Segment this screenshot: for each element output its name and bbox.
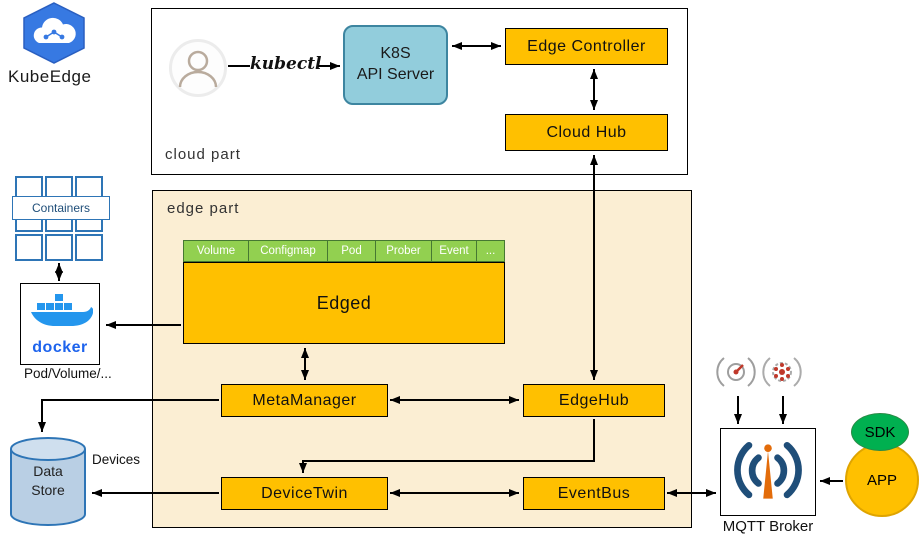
edged-tab-event: Event [431, 240, 476, 262]
edged-tabs: Volume Configmap Pod Prober Event ... [183, 240, 505, 262]
data-store: Data Store [8, 436, 88, 528]
app-badge: APP [845, 443, 919, 517]
k8s-api-server-box: K8S API Server [343, 25, 448, 105]
meta-manager-box: MetaManager [221, 384, 388, 417]
device-twin-box: DeviceTwin [221, 477, 388, 510]
docker-whale-icon [31, 294, 93, 326]
kubeedge-logo-text: KubeEdge [8, 67, 92, 86]
kubeedge-logo: KubeEdge [8, 2, 108, 87]
containers-icon: Containers [12, 176, 110, 261]
sdk-badge: SDK [851, 413, 909, 451]
docker-label: docker [32, 339, 88, 356]
sensor-gear-icon [760, 350, 804, 399]
data-store-label: Data Store [31, 463, 65, 498]
data-store-cylinder-icon [10, 437, 86, 526]
edge-controller-box: Edge Controller [505, 28, 668, 65]
event-bus-box: EventBus [523, 477, 665, 510]
edged-tab-configmap: Configmap [248, 240, 327, 262]
k8s-api-server-line2: API Server [356, 66, 435, 83]
cloud-hub-box: Cloud Hub [505, 114, 668, 151]
user-icon [168, 38, 228, 103]
edged-tab-volume: Volume [183, 240, 248, 262]
pod-volume-label: Pod/Volume/... [24, 366, 112, 381]
containers-label: Containers [12, 196, 110, 220]
antenna-icon [734, 442, 802, 499]
mqtt-broker-box [720, 428, 816, 516]
edged-tab-pod: Pod [327, 240, 375, 262]
edged-tab-more: ... [476, 240, 505, 262]
edged-box: Edged [183, 262, 505, 344]
docker-box: docker [20, 283, 100, 365]
kubectl-label: kubectl [250, 54, 322, 74]
kubeedge-hexagon-icon [23, 2, 85, 64]
devices-label: Devices [92, 452, 141, 467]
edge-hub-box: EdgeHub [523, 384, 665, 417]
edge-part-label: edge part [167, 200, 240, 217]
mqtt-broker-label: MQTT Broker [722, 518, 814, 535]
k8s-api-server-line1: K8S [380, 45, 411, 63]
sensor-gauge-icon [714, 350, 758, 399]
cloud-part-label: cloud part [165, 146, 241, 163]
edged-tab-prober: Prober [375, 240, 431, 262]
